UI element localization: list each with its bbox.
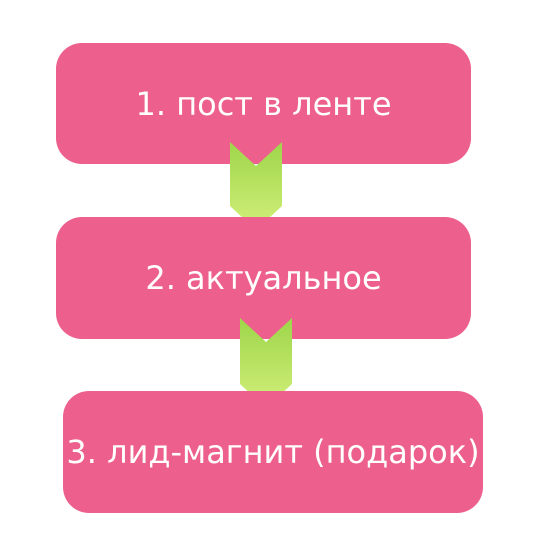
step-box-lead-magnet: 3. лид-магнит (подарок) <box>63 391 483 513</box>
step-box-actual: 2. актуальное <box>56 217 471 339</box>
down-chevron-arrow-icon <box>230 142 282 230</box>
step-label-lead-magnet: 3. лид-магнит (подарок) <box>66 433 480 471</box>
step-label-actual: 2. актуальное <box>145 259 382 297</box>
down-chevron-arrow-icon <box>240 318 292 408</box>
step-label-post: 1. пост в ленте <box>135 84 392 123</box>
step-box-post: 1. пост в ленте <box>56 43 471 164</box>
